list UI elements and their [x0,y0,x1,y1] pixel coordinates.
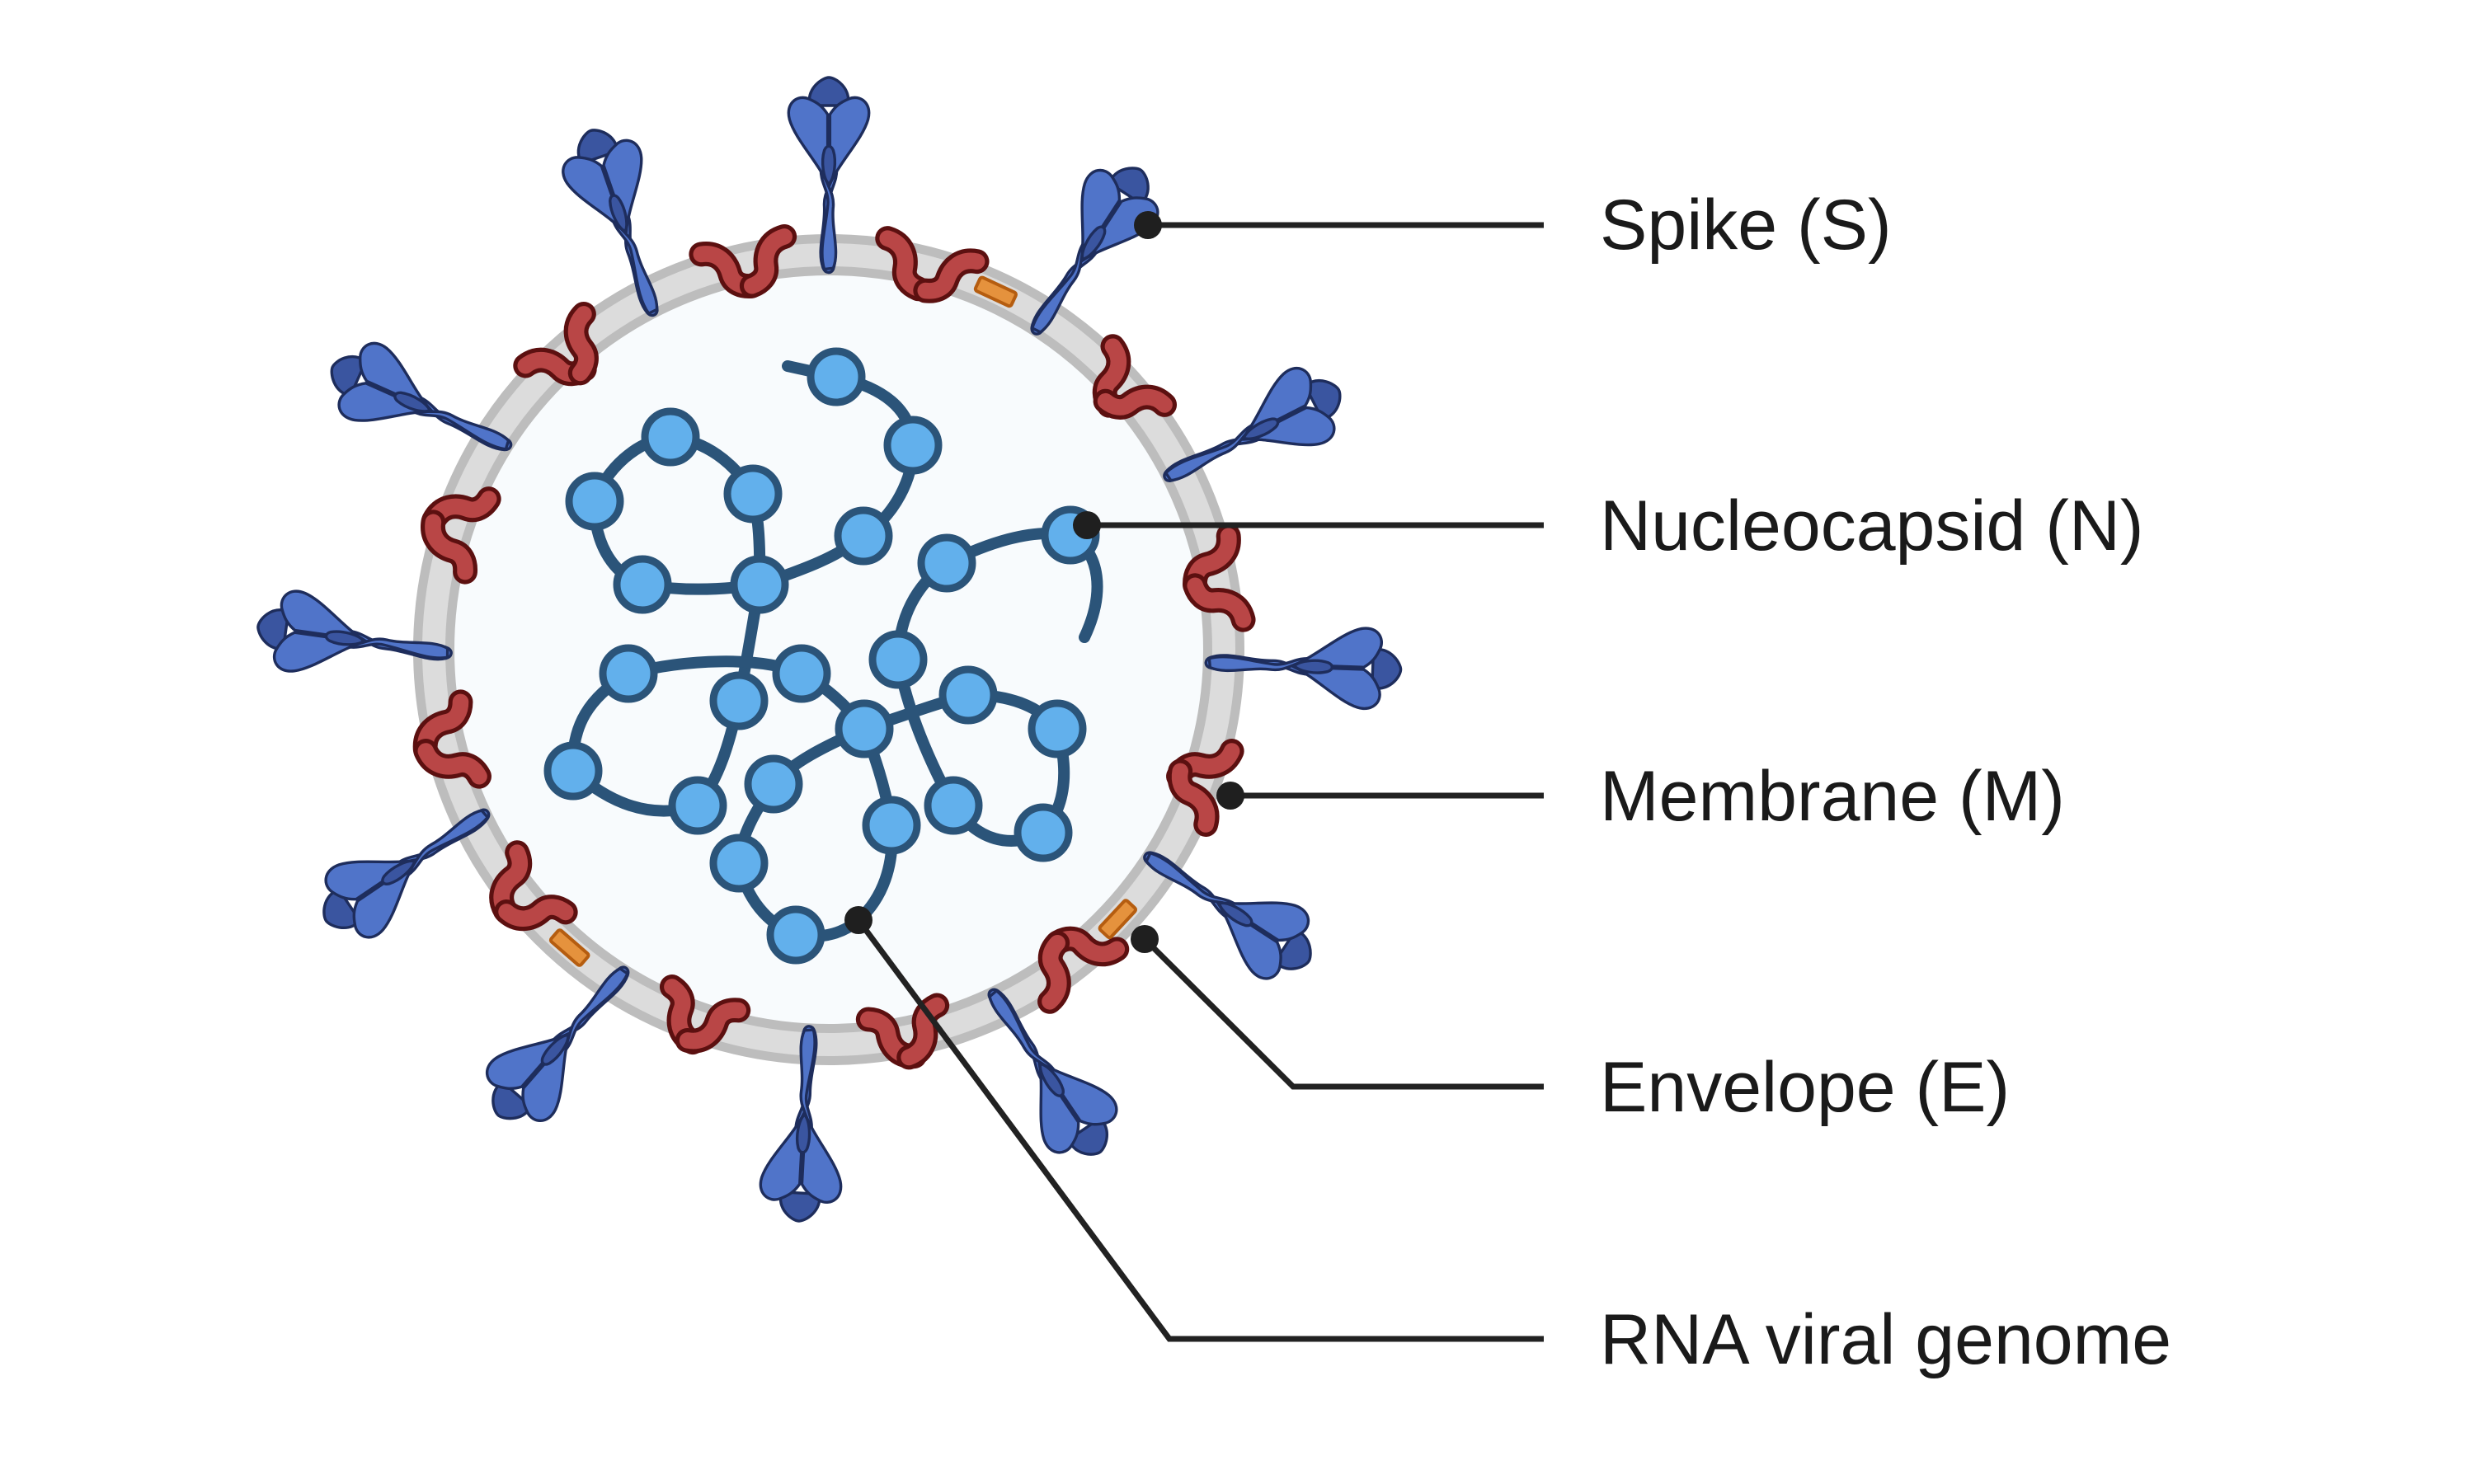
nucleocapsid-bead [723,464,783,524]
nucleocapsid-bead [862,796,921,855]
label-membrane: Membrane (M) [1600,757,2065,836]
nucleocapsid-bead [543,741,603,801]
leader-dot-spike [1134,211,1162,239]
label-envelope: Envelope (E) [1600,1048,2010,1127]
nucleocapsid-bead [917,533,976,593]
label-rna: RNA viral genome [1600,1300,2171,1379]
leader-dot-membrane [1216,782,1244,810]
nucleocapsid-bead [1014,803,1073,862]
callout-nucleocapsid: Nucleocapsid (N) [1073,486,2144,566]
callout-envelope: Envelope (E) [1131,925,2010,1127]
nucleocapsid-bead [938,665,998,725]
nucleocapsid-bead [668,776,727,835]
nucleocapsid-bead [766,905,825,965]
envelope-protein [973,275,1018,308]
callout-membrane: Membrane (M) [1216,757,2065,836]
leader-line-envelope [1142,937,1544,1090]
leader-dot-nucleocapsid [1073,511,1101,539]
callout-spike: Spike (S) [1134,186,1892,265]
rna-strand-a [754,360,920,590]
envelope-proteins [548,275,1138,967]
spike-protein [466,940,658,1144]
leader-dot-rna [844,906,872,934]
nucleocapsid-bead [730,555,789,614]
nucleocapsid-bead [807,347,866,406]
nucleocapsid-bead [834,506,893,566]
nucleocapsid-bead [565,472,624,531]
nucleocapsid-proteins [543,347,1100,965]
nucleocapsid-bead [709,834,769,893]
nucleocapsid-bead [613,555,672,614]
callout-rna: RNA viral genome [844,906,2171,1379]
leader-line-rna [856,918,1544,1342]
nucleocapsid-bead [641,407,700,467]
nucleocapsid-bead [599,644,658,703]
label-spike: Spike (S) [1600,186,1892,265]
nucleocapsid-bead [744,754,803,814]
label-nucleocapsid: Nucleocapsid (N) [1600,486,2144,566]
nucleocapsid-bead [868,630,928,689]
leader-dot-envelope [1131,925,1159,953]
nucleocapsid-bead [709,671,769,730]
nucleocapsid-bead [924,776,983,835]
envelope-protein [1098,899,1138,940]
nucleocapsid-bead [835,699,894,758]
nucleocapsid-bead [1028,699,1087,758]
nucleocapsid-bead [883,416,943,475]
envelope-protein [548,928,590,967]
nucleocapsid-bead [772,644,831,703]
